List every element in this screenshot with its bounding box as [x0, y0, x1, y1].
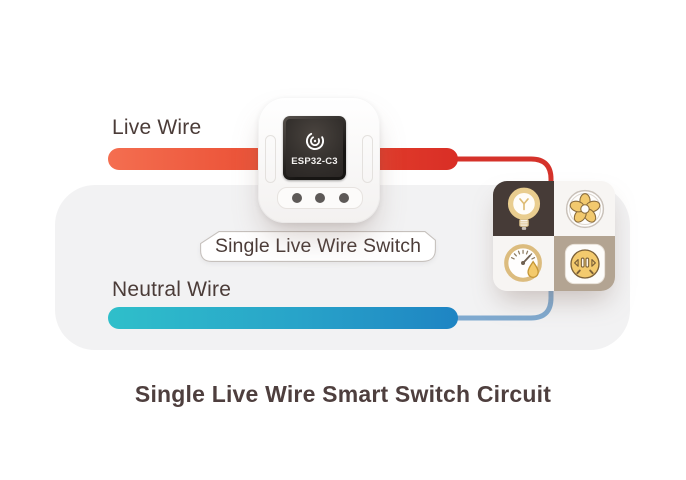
switch-label-text: Single Live Wire Switch [214, 235, 422, 257]
neutral-wire-label: Neutral Wire [112, 278, 232, 301]
chip-label: ESP32-C3 [291, 155, 338, 167]
indicator-dot [315, 193, 325, 203]
esp32-device: ESP32-C3 [258, 97, 380, 223]
light-bulb-icon [507, 187, 540, 230]
bubble-shape [200, 231, 436, 262]
indicator-dot [338, 193, 349, 203]
red-connector-wire [447, 156, 554, 191]
indicator-dot [291, 193, 302, 203]
switch-label-bubble: Single Live Wire Switch [200, 231, 436, 262]
water-meter-gauge-icon [503, 243, 542, 282]
espressif-swirl-icon [305, 132, 324, 150]
appliance-grid [493, 181, 615, 291]
neutral-wire-bar [108, 307, 458, 329]
appliance-cell-meter [493, 236, 554, 291]
power-socket-icon [564, 243, 605, 284]
live-wire-label: Live Wire [112, 116, 202, 139]
device-indicator-dots [277, 187, 363, 209]
device-right-groove [362, 135, 373, 183]
device-screen-face: ESP32-C3 [286, 119, 343, 177]
appliance-cell-fan [554, 181, 615, 236]
blue-connector-wire [447, 279, 554, 321]
appliance-cell-light [493, 181, 554, 236]
appliance-cell-socket [554, 236, 615, 291]
diagram-title: Single Live Wire Smart Switch Circuit [134, 381, 552, 407]
fan-icon [565, 189, 604, 228]
device-left-groove [265, 135, 276, 183]
device-screen: ESP32-C3 [283, 116, 346, 180]
